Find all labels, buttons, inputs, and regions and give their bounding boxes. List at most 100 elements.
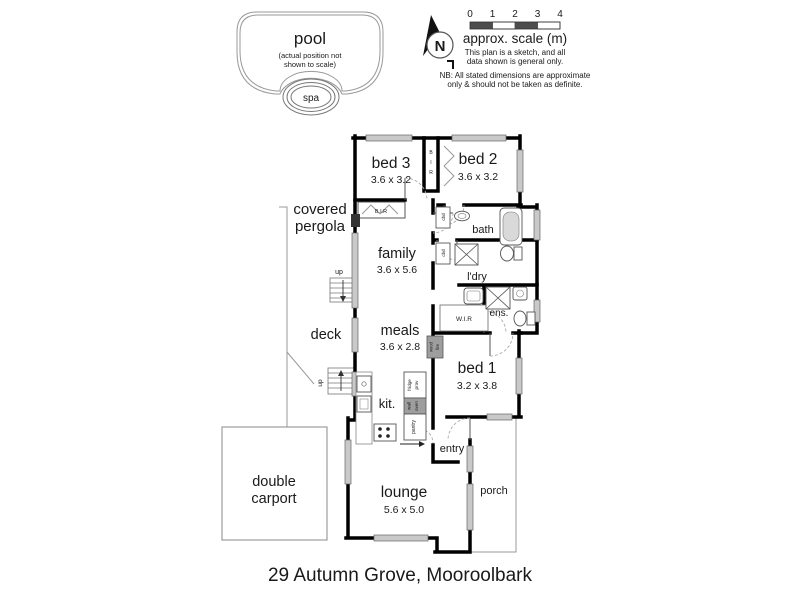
wood-fire-box (426, 335, 444, 359)
laundry-trough-inner (466, 290, 481, 302)
disclaimer-line2: data shown is general only. (467, 57, 563, 66)
spa-label: spa (303, 93, 320, 104)
lounge-name: lounge (381, 484, 428, 501)
oven-label-2: oven (414, 401, 419, 411)
ens-shower-x (485, 286, 511, 310)
stairs-upper-up-label: up (335, 269, 343, 276)
scale-seg-3 (515, 22, 538, 29)
wood-fire-label-2: fire (435, 343, 440, 349)
cooktop-burner-1 (378, 427, 382, 431)
scale-tick-3: 3 (535, 9, 541, 20)
room-labels: bed 3 3.6 x 3.2 bed 2 3.6 x 3.2 family 3… (251, 151, 508, 516)
stairs-lower-up-label: up (317, 379, 324, 387)
window-lounge-right-upper (466, 445, 474, 473)
windows (344, 134, 541, 542)
door-bed3-arc (404, 177, 428, 201)
spa-ring-outer (282, 78, 340, 116)
fridge-label-2: prov (414, 380, 419, 390)
pool-note-line1: (actual position not (279, 51, 343, 60)
cbd-label-1: cbd (441, 213, 446, 221)
cooktop-burner-3 (378, 434, 382, 438)
hws-unit (351, 214, 360, 227)
entry-arrow-head (419, 441, 425, 447)
window-bed2-right (516, 149, 524, 193)
pergola-line2: pergola (295, 218, 346, 235)
family-name: family (378, 246, 417, 262)
deck-name: deck (311, 327, 342, 343)
compass-circle (426, 31, 454, 59)
bed2-robe-bifold-marks (443, 145, 455, 187)
north-label: N (435, 38, 446, 55)
wc-cistern (513, 246, 523, 261)
wir-closet (439, 304, 489, 332)
scale-tick-2: 2 (512, 9, 518, 20)
carport-outline (221, 426, 328, 541)
pool-area: pool (actual position not shown to scale… (236, 11, 384, 116)
kitchen-name: kit. (379, 396, 396, 411)
window-bed2-top (451, 134, 507, 142)
disclaimer-line3: NB: All stated dimensions are approximat… (440, 71, 591, 80)
bir-letter-r: R (429, 170, 433, 176)
window-meals-left (351, 317, 359, 353)
laundry-shower-x (454, 243, 479, 266)
disclaimer-line4: only & should not be taken as definite. (447, 80, 582, 89)
scale-frame (469, 21, 561, 30)
compass-bracket-icon (447, 60, 454, 69)
bir-hanging-marks (361, 204, 399, 215)
scale-seg-2 (492, 21, 516, 30)
door-ens-arc (483, 310, 507, 334)
lounge-dims: 5.6 x 5.0 (384, 504, 424, 516)
wood-fire: wood fire (426, 335, 444, 359)
closets: B.I.R B I R W.I.R cbd cbd (351, 145, 489, 332)
porch-name: porch (480, 485, 508, 497)
scale-seg-4 (537, 21, 561, 30)
cooktop (373, 423, 397, 442)
kitchen-sink (356, 375, 372, 393)
window-bed1-right (515, 357, 523, 395)
bed3-dims: 3.6 x 3.2 (371, 174, 411, 186)
window-lounge-bottom (373, 534, 429, 542)
window-bath-right (533, 209, 541, 241)
bed2-dims: 3.6 x 3.2 (458, 171, 498, 183)
wood-fire-label-1: wood (429, 341, 434, 352)
scale-seg-1 (470, 22, 493, 29)
disclaimer-line1: This plan is a sketch, and all (465, 48, 566, 57)
ens-basin (512, 286, 528, 301)
door-front-arc (447, 417, 471, 441)
cooktop-burner-4 (386, 434, 390, 438)
bath-fixtures (454, 207, 536, 327)
pool-outline-outer (236, 11, 384, 95)
pantry-label: pantry (411, 420, 417, 434)
pergola-boundary (279, 206, 288, 427)
ensuite-name: ens. (490, 308, 509, 319)
ens-cistern (526, 311, 536, 326)
window-ens-right (533, 299, 541, 323)
kitchen-dishwasher (356, 395, 372, 413)
carport-line2: carport (251, 491, 296, 507)
spa-ring-middle (286, 82, 336, 112)
laundry-trough (463, 287, 484, 305)
wc-toilet (500, 245, 514, 262)
stairs-lower: up (317, 367, 355, 395)
wir-label: W.I.R (456, 316, 472, 323)
north-compass-icon: N (423, 15, 454, 69)
family-dims: 3.6 x 5.6 (377, 264, 417, 276)
porch-outline (470, 417, 517, 553)
bir-letter-b: B (429, 150, 433, 156)
bed1-dims: 3.2 x 3.8 (457, 380, 497, 392)
carport-line1: double (252, 474, 296, 490)
fridge-label-1: fridge (407, 379, 412, 391)
address-title: 29 Autumn Grove, Mooroolbark (268, 565, 533, 586)
kitchen-dishwasher-inner (359, 398, 369, 410)
scale-tick-4: 4 (557, 9, 563, 20)
bathtub-inner (502, 211, 520, 242)
bed3-name: bed 3 (372, 155, 411, 172)
bir-letter-i: I (430, 160, 431, 166)
window-bed1-bottom (486, 413, 513, 421)
stairs-lower-arrow-head (338, 370, 344, 376)
oven-label-1: wall (407, 402, 412, 410)
pergola-deck-outline (279, 206, 315, 427)
meals-name: meals (381, 323, 420, 339)
